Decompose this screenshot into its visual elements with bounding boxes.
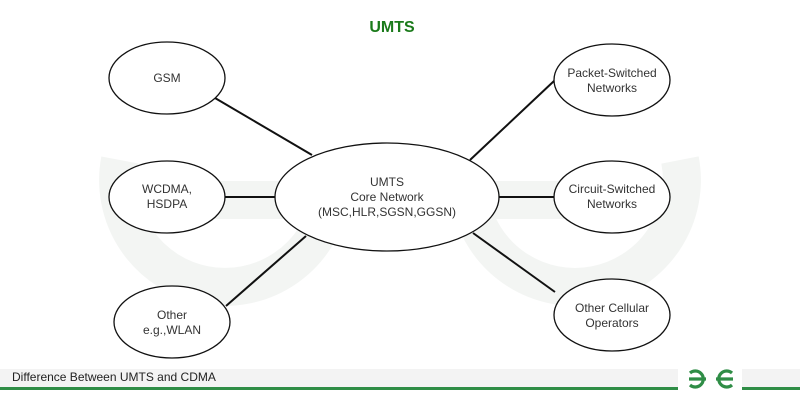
node-other-wlan: Other e.g.,WLAN (113, 285, 231, 359)
footer-bar-right (742, 369, 800, 387)
node-gsm: GSM (108, 41, 226, 115)
connectors (214, 80, 556, 307)
node-shape (553, 43, 671, 117)
node-packet-switched: Packet-Switched Networks (553, 43, 671, 117)
connector-gsm (214, 97, 313, 156)
node-label-line: Packet-Switched (567, 66, 656, 80)
node-shape (108, 160, 226, 234)
node-shape (274, 142, 500, 252)
node-label-line: UMTS (370, 175, 404, 189)
footer: Difference Between UMTS and CDMA (0, 367, 800, 401)
node-label-line: Core Network (350, 190, 424, 204)
node-circuit-switched: Circuit-Switched Networks (553, 160, 671, 234)
node-shape (553, 278, 671, 352)
node-label-line: HSDPA (147, 197, 187, 211)
geeksforgeeks-logo-icon (688, 369, 734, 389)
node-umts-core-network: UMTS Core Network (MSC,HLR,SGSN,GGSN) (274, 142, 500, 252)
node-shape (113, 285, 231, 359)
node-shape (108, 41, 226, 115)
connector-packet-switched (469, 80, 555, 161)
node-label-line: Other Cellular (575, 301, 649, 315)
footer-caption-bar (0, 369, 678, 387)
node-shape (553, 160, 671, 234)
connector-other-wlan (225, 235, 307, 307)
node-label-line: (MSC,HLR,SGSN,GGSN) (318, 205, 456, 219)
node-other-cellular: Other Cellular Operators (553, 278, 671, 352)
node-label-line: GSM (153, 71, 180, 85)
node-label-line: Operators (585, 316, 638, 330)
node-label-line: Networks (587, 81, 637, 95)
node-wcdma-hsdpa: WCDMA, HSDPA (108, 160, 226, 234)
node-label-line: Networks (587, 197, 637, 211)
connector-other-cellular (472, 232, 556, 293)
footer-divider (0, 387, 678, 390)
footer-caption: Difference Between UMTS and CDMA (12, 370, 216, 384)
footer-divider (742, 387, 800, 390)
node-label-line: Circuit-Switched (569, 182, 656, 196)
diagram-title: UMTS (369, 19, 415, 36)
node-label-line: Other (157, 308, 187, 322)
node-label-line: e.g.,WLAN (143, 323, 201, 337)
node-label-line: WCDMA, (142, 182, 192, 196)
